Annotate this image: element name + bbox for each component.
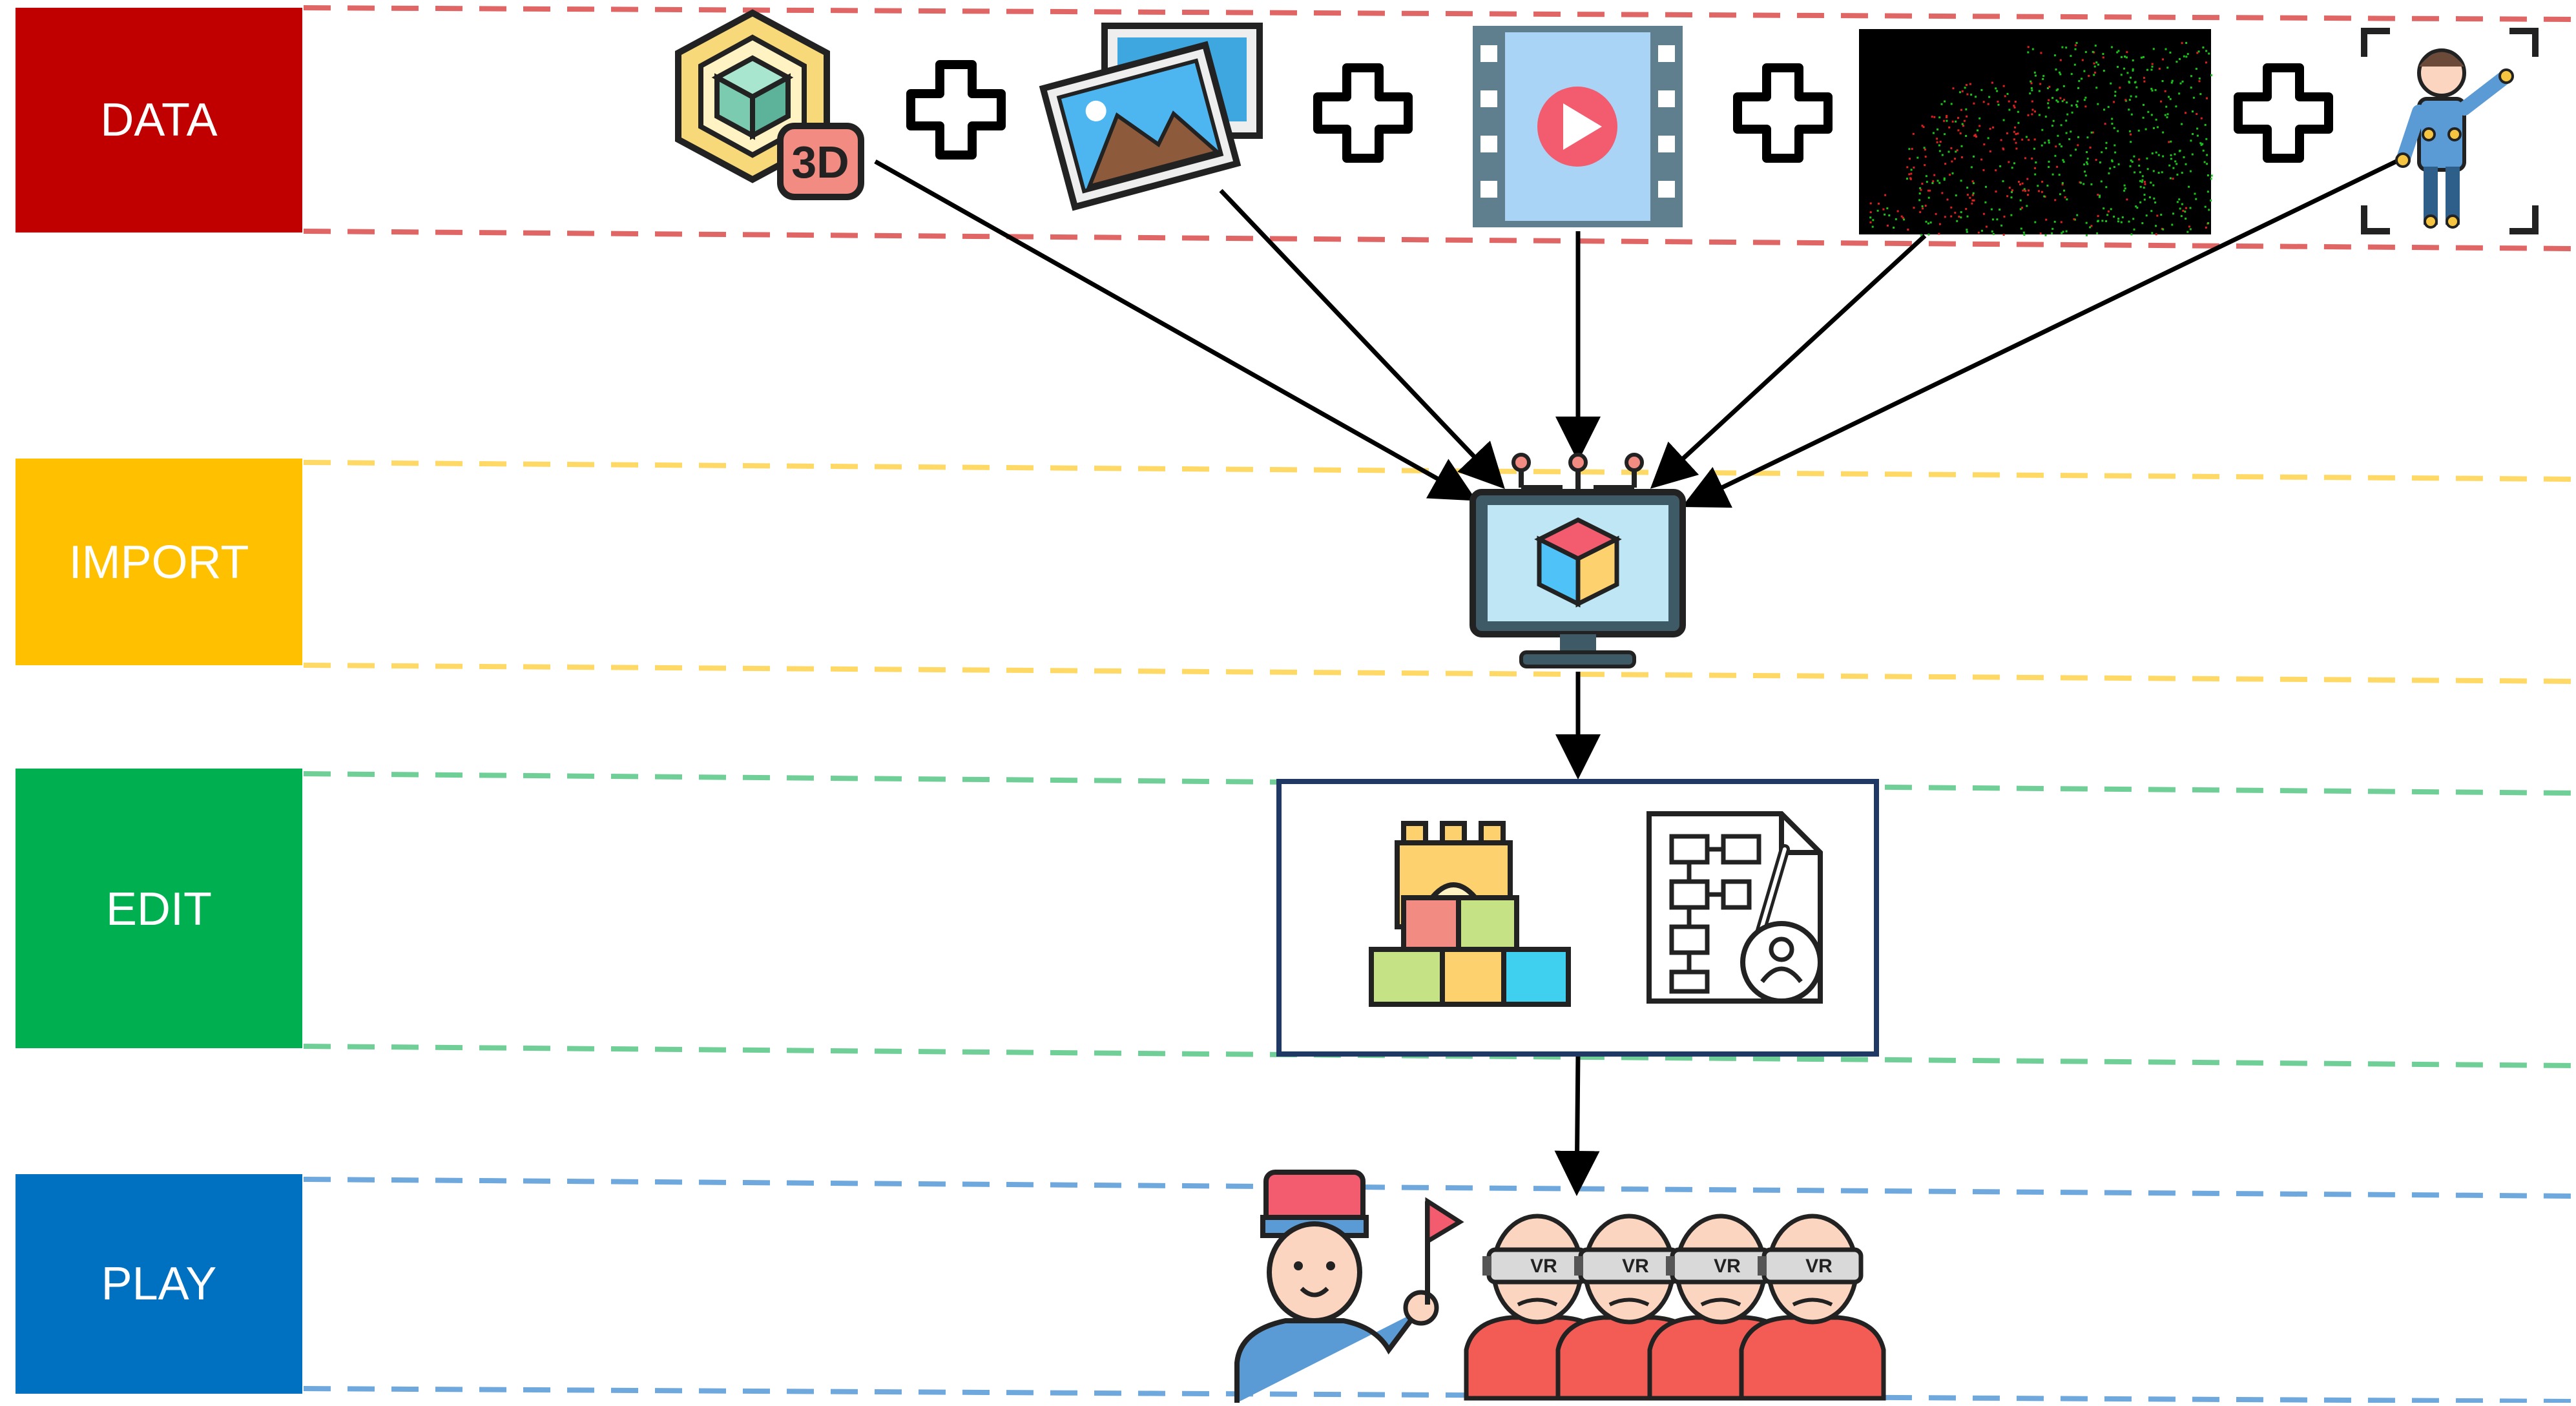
3d-cube-icon: 3D [675, 9, 864, 200]
stage-box-import [16, 459, 302, 665]
plus-icon [906, 60, 1006, 160]
vr-viewer: VR [1739, 1214, 1886, 1401]
flowchart-document-icon [1646, 811, 1823, 1004]
lane-lines [303, 5, 2576, 1404]
stage-label-edit: EDIT [106, 884, 212, 935]
arrow-mocap-to-import [1681, 156, 2404, 508]
motion-capture-person-icon [2361, 28, 2539, 234]
edit-lane-top [303, 771, 2576, 796]
image-gallery-icon [1039, 23, 1263, 211]
stage-label-play: PLAY [101, 1258, 217, 1310]
monitor-cube-icon [1470, 453, 1686, 668]
stage-box-edit [16, 769, 302, 1048]
play-lane-bottom [303, 1386, 2576, 1404]
arrow-edit-to-play [1554, 1053, 1600, 1196]
plus-icon [1733, 63, 1833, 163]
import-lane-bottom [303, 663, 2576, 684]
3d-badge-text: 3D [791, 137, 849, 187]
plus-icon [1313, 63, 1413, 163]
tour-guide-icon [1234, 1170, 1464, 1403]
stage-label-data: DATA [100, 94, 217, 146]
vr-audience-icon: VR VR VR VR [1464, 1214, 1886, 1401]
vr-headset-label: VR [1805, 1256, 1833, 1277]
data-lane-bottom [303, 229, 2576, 251]
play-lane-top [303, 1177, 2576, 1199]
arrow-images-to-import [1219, 189, 1505, 490]
stage-box-play [16, 1174, 302, 1394]
vr-headset-label: VR [1530, 1256, 1557, 1277]
stage-label-import: IMPORT [69, 537, 249, 588]
video-film-icon [1473, 26, 1683, 227]
data-lane-top [303, 5, 2576, 22]
building-blocks-icon [1369, 821, 1571, 1007]
stage-box-data [16, 8, 302, 233]
import-lane-top [303, 460, 2576, 482]
arrow-cloud-to-import [1650, 234, 1927, 489]
arrows [874, 156, 2404, 1196]
point-cloud-thumbnail [1859, 29, 2213, 236]
edit-lane-bottom [303, 1044, 2576, 1068]
vr-headset-label: VR [1622, 1256, 1649, 1277]
plus-icon [2234, 63, 2333, 163]
arrow-3d-to-import [874, 159, 1477, 501]
vr-headset-label: VR [1714, 1256, 1741, 1277]
